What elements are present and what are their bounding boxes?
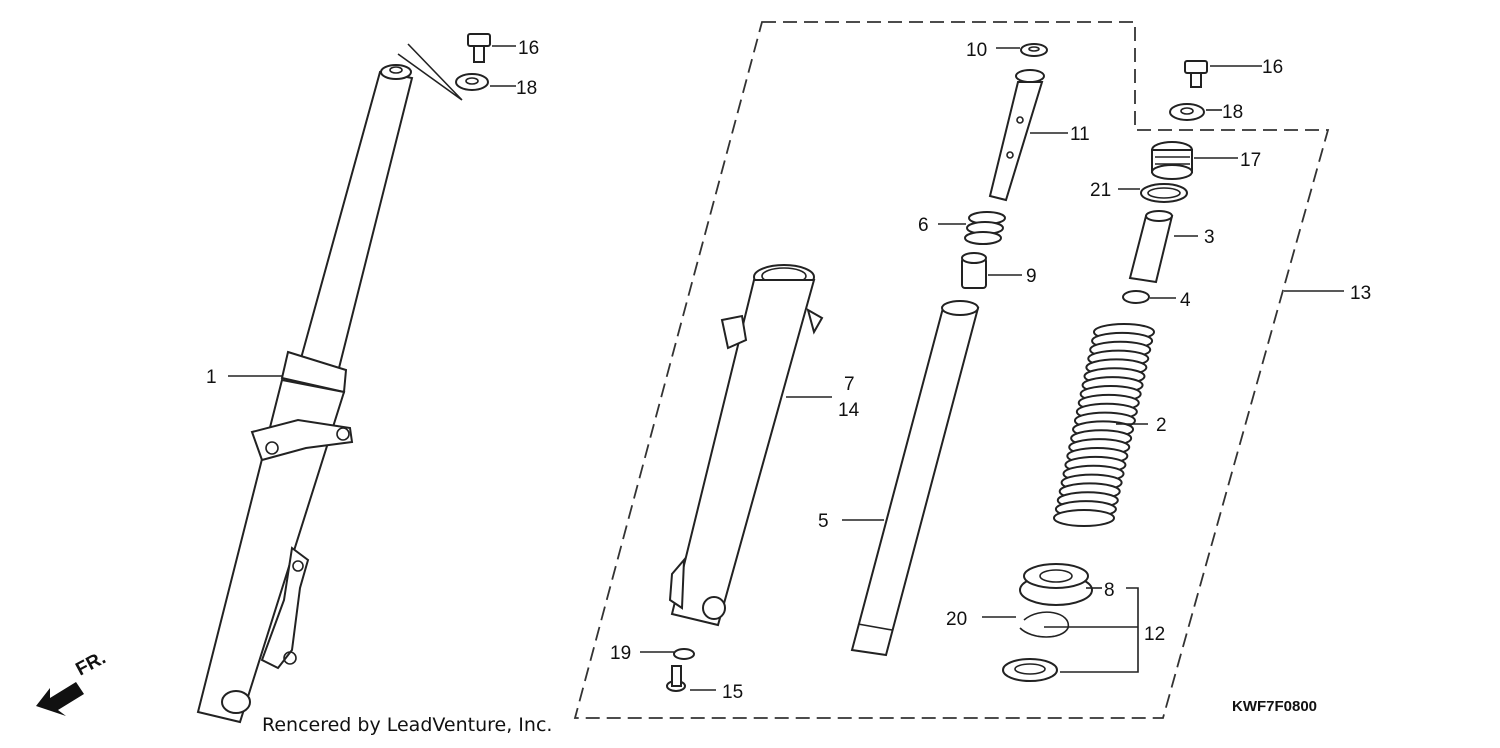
oil-seal-8[interactable] [1019, 563, 1093, 606]
spring-coil [1053, 509, 1115, 527]
callout-11[interactable]: 11 [1070, 124, 1090, 145]
callout-3[interactable]: 3 [1204, 227, 1215, 248]
callout-18-left[interactable]: 18 [516, 78, 537, 99]
fork-assembly[interactable] [196, 43, 463, 724]
callout-2[interactable]: 2 [1156, 415, 1167, 436]
leader-lines [228, 45, 1344, 691]
rebound-spring-6[interactable] [964, 211, 1006, 245]
callout-15[interactable]: 15 [722, 682, 743, 703]
callout-12[interactable]: 12 [1144, 624, 1165, 645]
callout-1[interactable]: 1 [206, 367, 217, 388]
bolt-15[interactable] [666, 665, 686, 692]
fork-cap-17[interactable] [1151, 141, 1193, 180]
fork-spring-2[interactable] [1053, 323, 1155, 527]
callout-13[interactable]: 13 [1350, 283, 1371, 304]
spacer-3[interactable] [1128, 210, 1174, 284]
piece-9[interactable] [961, 252, 987, 289]
seat-4[interactable] [1122, 290, 1150, 304]
stopper-ring-20[interactable] [1019, 611, 1069, 638]
callout-10[interactable]: 10 [966, 40, 987, 61]
callout-labels: 1 16 18 10 11 6 9 16 18 17 21 3 4 13 7 1… [206, 38, 1371, 703]
diagram-code: KWF7F0800 [1232, 698, 1317, 715]
callout-16-left[interactable]: 16 [518, 38, 539, 59]
callout-4[interactable]: 4 [1180, 290, 1191, 311]
direction-label: FR. [72, 648, 109, 681]
kit-boundary [573, 21, 1330, 719]
o-ring-21[interactable] [1140, 183, 1188, 203]
callout-9[interactable]: 9 [1026, 266, 1037, 287]
callout-18-right[interactable]: 18 [1222, 102, 1243, 123]
washer-18-right[interactable] [1169, 103, 1205, 121]
seal-10[interactable] [1020, 43, 1048, 57]
callout-16-right[interactable]: 16 [1262, 57, 1283, 78]
credit-text: Rencered by LeadVenture, Inc. [262, 714, 552, 736]
flange-bolt-16-right[interactable] [1184, 60, 1208, 88]
callout-21[interactable]: 21 [1090, 180, 1111, 201]
callout-19[interactable]: 19 [610, 643, 631, 664]
front-direction-arrow-icon [36, 682, 84, 716]
callout-17[interactable]: 17 [1240, 150, 1261, 171]
inner-tube-5[interactable] [850, 300, 980, 657]
fork-slider-7[interactable] [668, 264, 824, 627]
washer-18-left[interactable] [455, 73, 489, 91]
washer-19[interactable] [673, 648, 695, 660]
callout-8[interactable]: 8 [1104, 580, 1115, 601]
flange-bolt-16-left[interactable] [467, 33, 491, 63]
callout-14[interactable]: 14 [838, 400, 860, 421]
dust-seal-12[interactable] [1002, 658, 1058, 682]
callout-7[interactable]: 7 [844, 374, 855, 395]
callout-20[interactable]: 20 [946, 609, 967, 630]
callout-6[interactable]: 6 [918, 215, 929, 236]
damper-rod-11[interactable] [988, 69, 1045, 202]
callout-5[interactable]: 5 [818, 511, 829, 532]
